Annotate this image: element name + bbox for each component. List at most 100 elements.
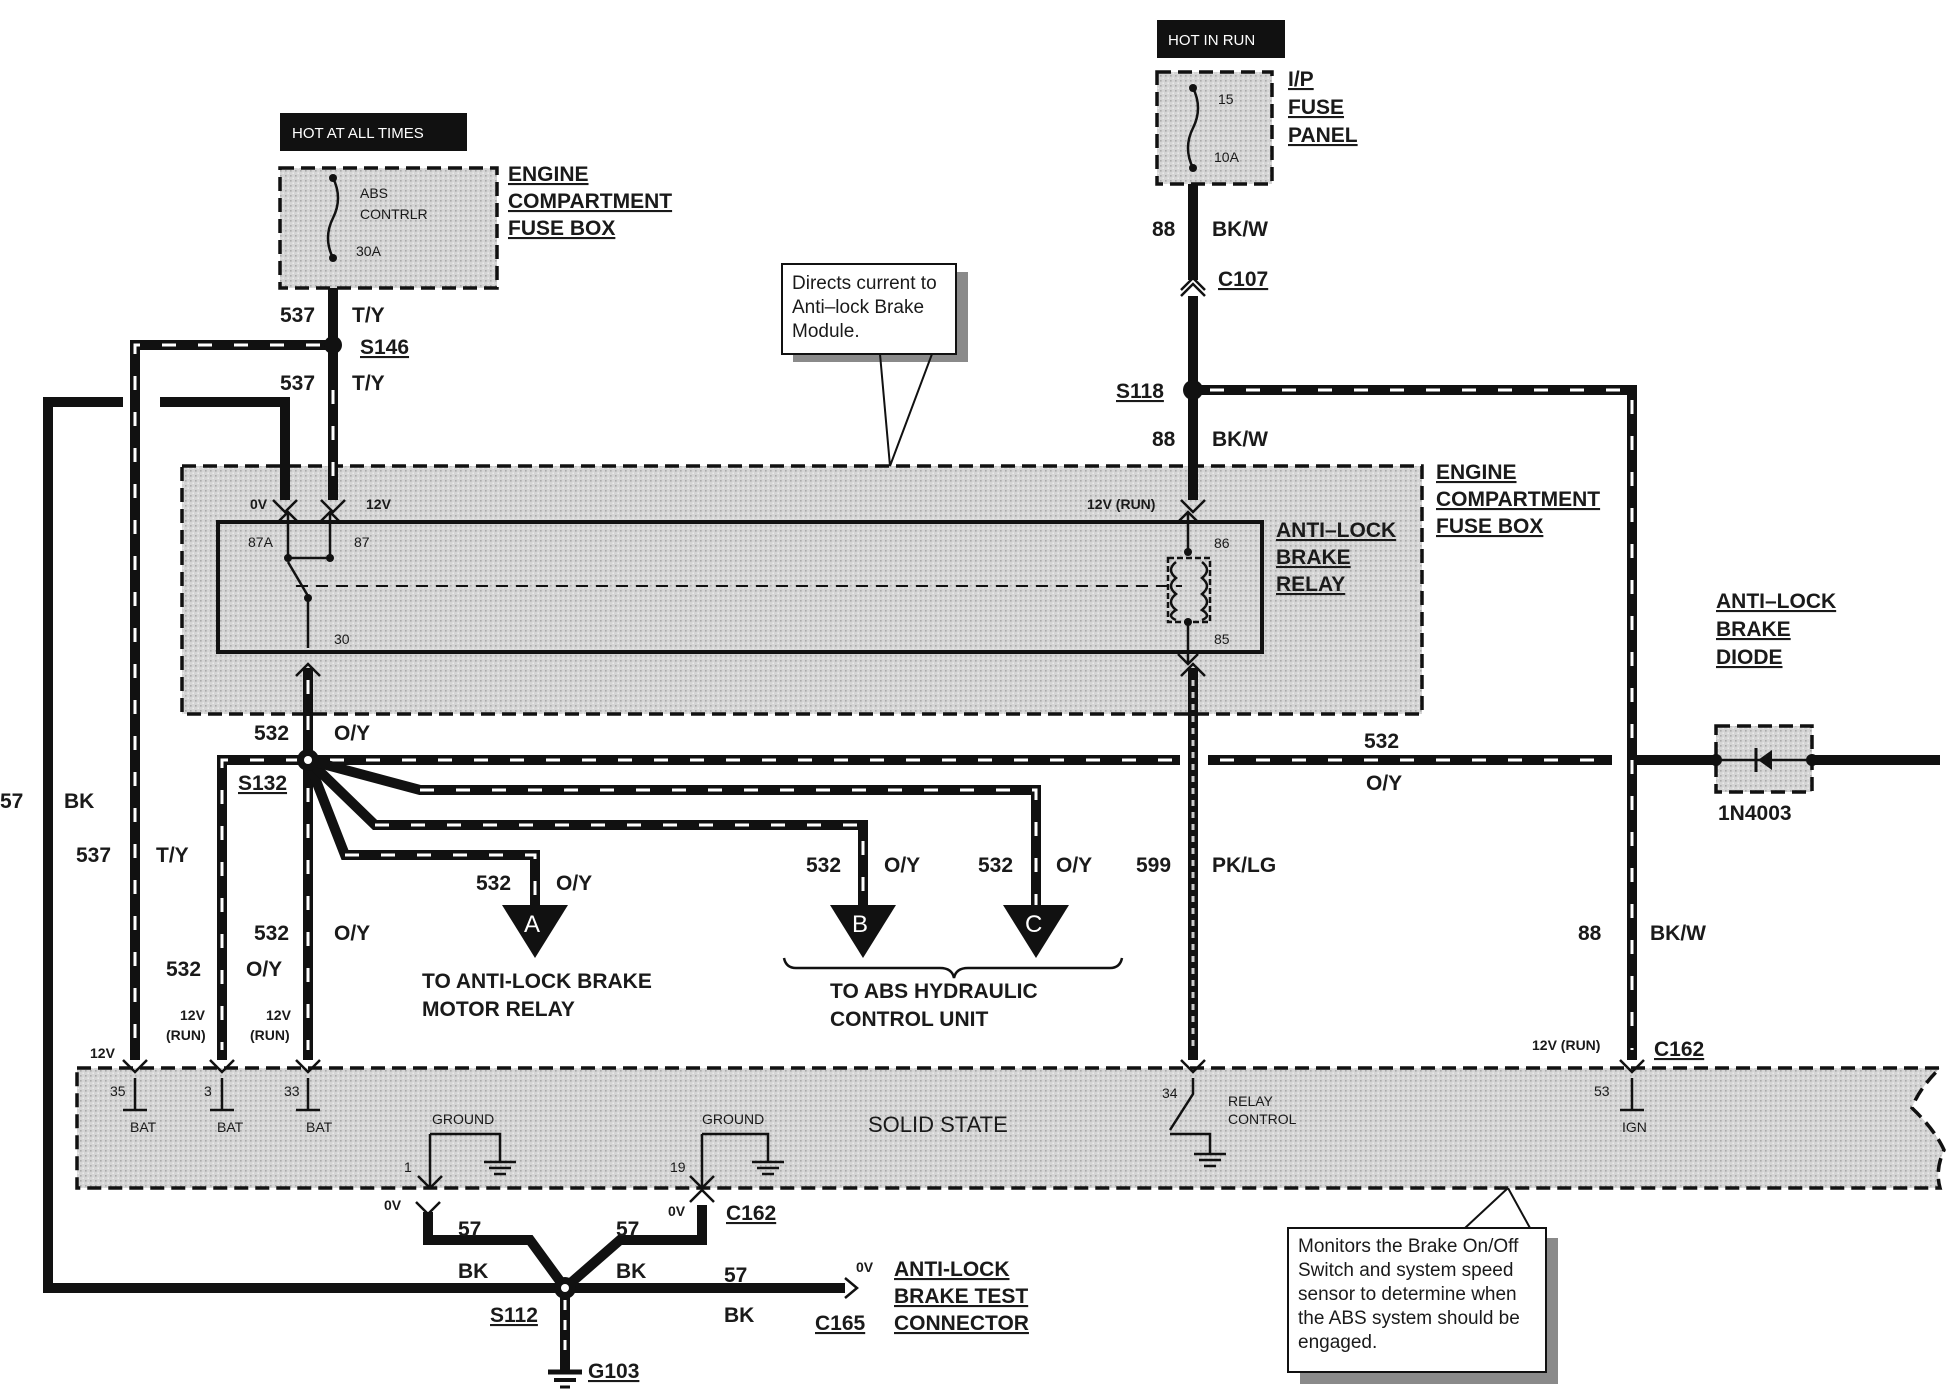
module-12v-35: 12V	[90, 1045, 116, 1061]
wire-label-oy-c: O/Y	[334, 922, 370, 945]
module-bat-3: BAT	[217, 1119, 244, 1135]
solid-state-module	[75, 1066, 1946, 1190]
wire-label-88-b: 88	[1152, 428, 1176, 451]
module-name: SOLID STATE	[868, 1112, 1008, 1137]
ip-fuse-title-2: FUSE	[1288, 96, 1344, 119]
hot-in-run-text: HOT IN RUN	[1168, 32, 1255, 49]
label-s146: S146	[360, 336, 409, 359]
module-pin-34: 34	[1162, 1085, 1178, 1101]
wire-label-bkw-c: BK/W	[1650, 922, 1706, 945]
label-c107: C107	[1218, 268, 1268, 291]
g103-ground-icon	[548, 1369, 582, 1389]
splice-s146	[324, 336, 342, 354]
module-12v-run-33-a: 12V	[266, 1007, 292, 1023]
wire-532-branch-left	[217, 755, 308, 1060]
abs-fuse-symbol	[326, 177, 340, 259]
wire-57-right	[561, 1205, 707, 1292]
test-connector-title-1: ANTI-LOCK	[894, 1258, 1009, 1281]
relay-note-3: Module.	[792, 321, 860, 342]
fuse-rating-30a: 30A	[356, 243, 382, 259]
relay-pin-30: 30	[334, 631, 350, 647]
c165-terminal	[844, 1277, 859, 1299]
destination-arrow-a: A	[502, 905, 568, 958]
diode-title-1: ANTI–LOCK	[1716, 590, 1836, 613]
svg-text:C: C	[1025, 911, 1042, 938]
wire-label-bk-left: BK	[458, 1260, 488, 1283]
wire-label-532-to-c: 532	[978, 854, 1013, 877]
relay-callout-box	[781, 263, 957, 355]
wire-label-oy-a: O/Y	[334, 722, 370, 745]
wire-label-bk-right: BK	[616, 1260, 646, 1283]
wire-label-532-c: 532	[254, 922, 289, 945]
svg-text:A: A	[524, 911, 540, 938]
relay-box-title-3: FUSE BOX	[1436, 515, 1543, 538]
wire-label-oy-to-b: O/Y	[884, 854, 920, 877]
fuse-name-line2: CONTRLR	[360, 206, 428, 222]
label-s132: S132	[238, 772, 287, 795]
module-note-5: engaged.	[1298, 1332, 1377, 1353]
c162-pin19-terminal	[689, 1188, 715, 1203]
module-ground-19: GROUND	[702, 1111, 764, 1127]
svg-text:B: B	[852, 911, 868, 938]
test-connector-title-3: CONNECTOR	[894, 1312, 1029, 1335]
ip-fuse-title-3: PANEL	[1288, 124, 1358, 147]
relay-title-1: ANTI–LOCK	[1276, 519, 1396, 542]
relay-box-title-1: ENGINE	[1436, 461, 1517, 484]
wire-terminals	[122, 276, 1645, 1074]
diode-title-2: BRAKE	[1716, 618, 1791, 641]
relay-voltage-0v: 0V	[250, 496, 268, 512]
wire-87a-feed	[160, 397, 290, 500]
wire-label-599: 599	[1136, 854, 1171, 877]
relay-pin-87a: 87A	[248, 534, 274, 550]
engine-fuse-box-title-3: FUSE BOX	[508, 217, 615, 240]
ip-fuse-panel	[1155, 70, 1274, 186]
label-c162-top: C162	[1654, 1038, 1704, 1061]
relay-coil	[1166, 510, 1212, 666]
engine-fuse-box-relay	[180, 464, 1424, 716]
wire-label-bk-outer: BK	[64, 790, 94, 813]
module-ign: IGN	[1622, 1119, 1647, 1135]
module-12v-run-53: 12V (RUN)	[1532, 1037, 1600, 1053]
wire-label-88-a: 88	[1152, 218, 1176, 241]
wire-label-pklg: PK/LG	[1212, 854, 1276, 877]
relay-box-title-2: COMPARTMENT	[1436, 488, 1600, 511]
wire-label-ty-b: T/Y	[352, 372, 385, 395]
module-pin-3: 3	[204, 1083, 212, 1099]
ip-fuse-number: 15	[1218, 91, 1234, 107]
hot-at-all-times-tag	[280, 113, 467, 151]
label-s112: S112	[490, 1304, 538, 1327]
module-pin-53: 53	[1594, 1083, 1610, 1099]
destination-arrow-c: C	[1003, 905, 1069, 958]
destination-arrow-b: B	[830, 905, 896, 958]
module-pin-1: 1	[404, 1159, 412, 1175]
relay-pin-86: 86	[1214, 535, 1230, 551]
relay-pin-87: 87	[354, 534, 370, 550]
ip-fuse-symbol	[1186, 87, 1200, 169]
wire-label-57-left: 57	[458, 1218, 481, 1241]
relay-switch-contacts	[277, 510, 1182, 648]
anti-lock-brake-relay	[216, 520, 1264, 654]
wire-532-to-b	[304, 756, 868, 912]
module-relay-control-2: CONTROL	[1228, 1111, 1297, 1127]
fuse-name-line1: ABS	[360, 185, 388, 201]
module-0v-pin19: 0V	[668, 1203, 686, 1219]
diode-symbol	[1710, 748, 1818, 772]
module-pin-symbols	[123, 1078, 1644, 1190]
wire-label-bkw-b: BK/W	[1212, 428, 1268, 451]
wire-label-oy-to-a: O/Y	[556, 872, 592, 895]
diode-part-number: 1N4003	[1718, 802, 1792, 825]
wire-label-537-b: 537	[280, 372, 315, 395]
wire-label-ty-c: T/Y	[156, 844, 189, 867]
wire-532-to-c	[306, 755, 1041, 912]
wire-57-outer	[43, 397, 560, 1293]
wire-label-537-c: 537	[76, 844, 111, 867]
wire-label-bkw-a: BK/W	[1212, 218, 1268, 241]
module-callout-pointer	[1464, 1186, 1531, 1229]
relay-title-2: BRAKE	[1276, 546, 1351, 569]
label-s118: S118	[1116, 380, 1164, 403]
module-ground-1: GROUND	[432, 1111, 494, 1127]
wire-label-oy-d: O/Y	[246, 958, 282, 981]
module-12v-run-3-b: (RUN)	[166, 1027, 206, 1043]
ip-fuse-rating: 10A	[1214, 149, 1240, 165]
